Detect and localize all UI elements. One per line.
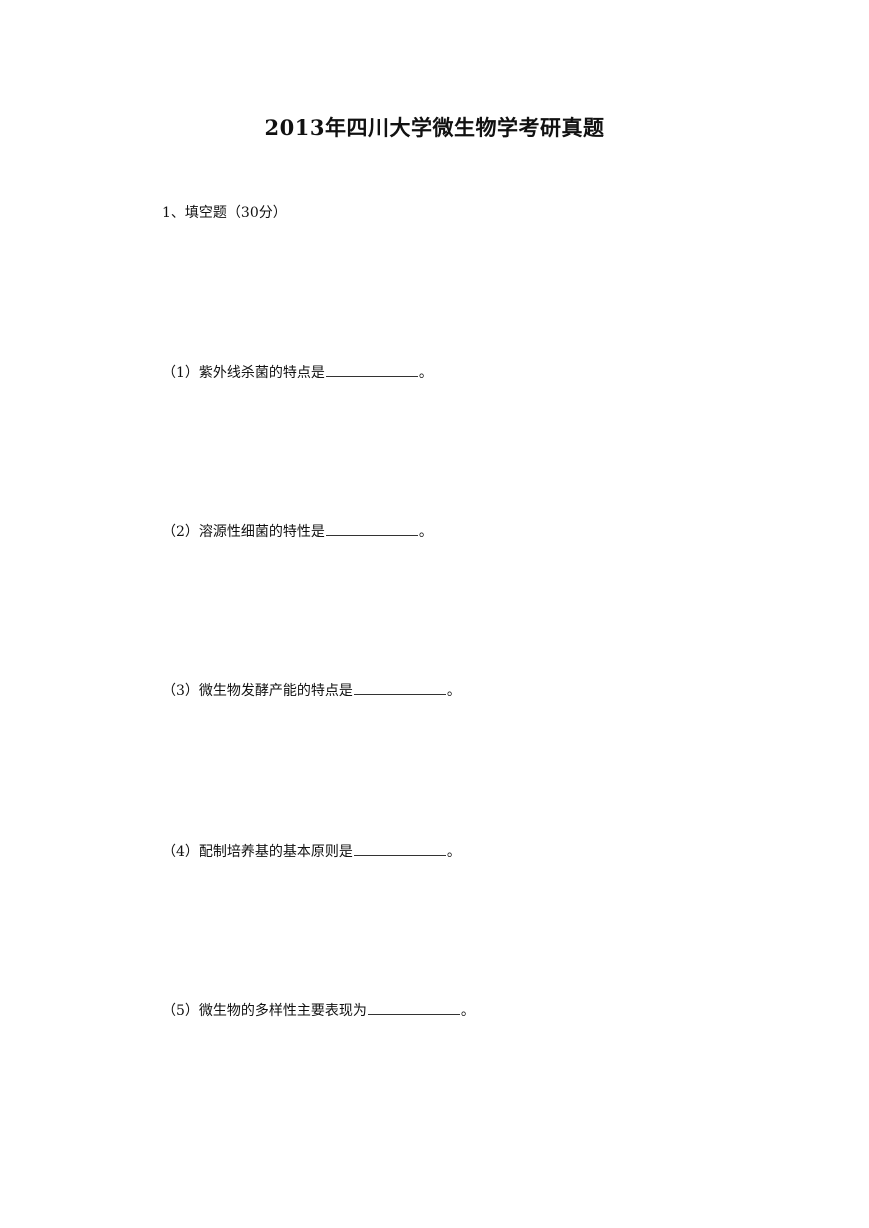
answer-blank[interactable] [353, 841, 446, 856]
question-text: 配制培养基的基本原则是 [198, 844, 353, 860]
answer-blank[interactable] [325, 521, 418, 536]
question-end-mark: 。 [418, 365, 433, 381]
question-number: （4） [162, 844, 199, 860]
question-text: 紫外线杀菌的特点是 [198, 365, 325, 381]
answer-blank[interactable] [367, 1000, 460, 1015]
question-4: （4）配制培养基的基本原则是 。 [162, 841, 461, 862]
question-number: （5） [162, 1003, 199, 1019]
section-heading-fill-in-blank: 1、填空题（30分） [162, 205, 287, 221]
question-number: （2） [162, 524, 199, 540]
answer-blank[interactable] [325, 362, 418, 377]
question-3: （3）微生物发酵产能的特点是 。 [162, 680, 461, 701]
question-2: （2）溶源性细菌的特性是 。 [162, 521, 433, 542]
question-number: （1） [162, 365, 199, 381]
question-text: 溶源性细菌的特性是 [198, 524, 325, 540]
page-title: 2013年四川大学微生物学考研真题 [264, 115, 605, 140]
question-number: （3） [162, 683, 199, 699]
question-end-mark: 。 [418, 524, 433, 540]
question-end-mark: 。 [446, 683, 461, 699]
question-end-mark: 。 [460, 1003, 475, 1019]
question-1: （1）紫外线杀菌的特点是 。 [162, 362, 433, 383]
question-end-mark: 。 [446, 844, 461, 860]
question-5: （5）微生物的多样性主要表现为 。 [162, 1000, 475, 1021]
question-text: 微生物发酵产能的特点是 [198, 683, 353, 699]
question-text: 微生物的多样性主要表现为 [198, 1003, 367, 1019]
answer-blank[interactable] [353, 680, 446, 695]
